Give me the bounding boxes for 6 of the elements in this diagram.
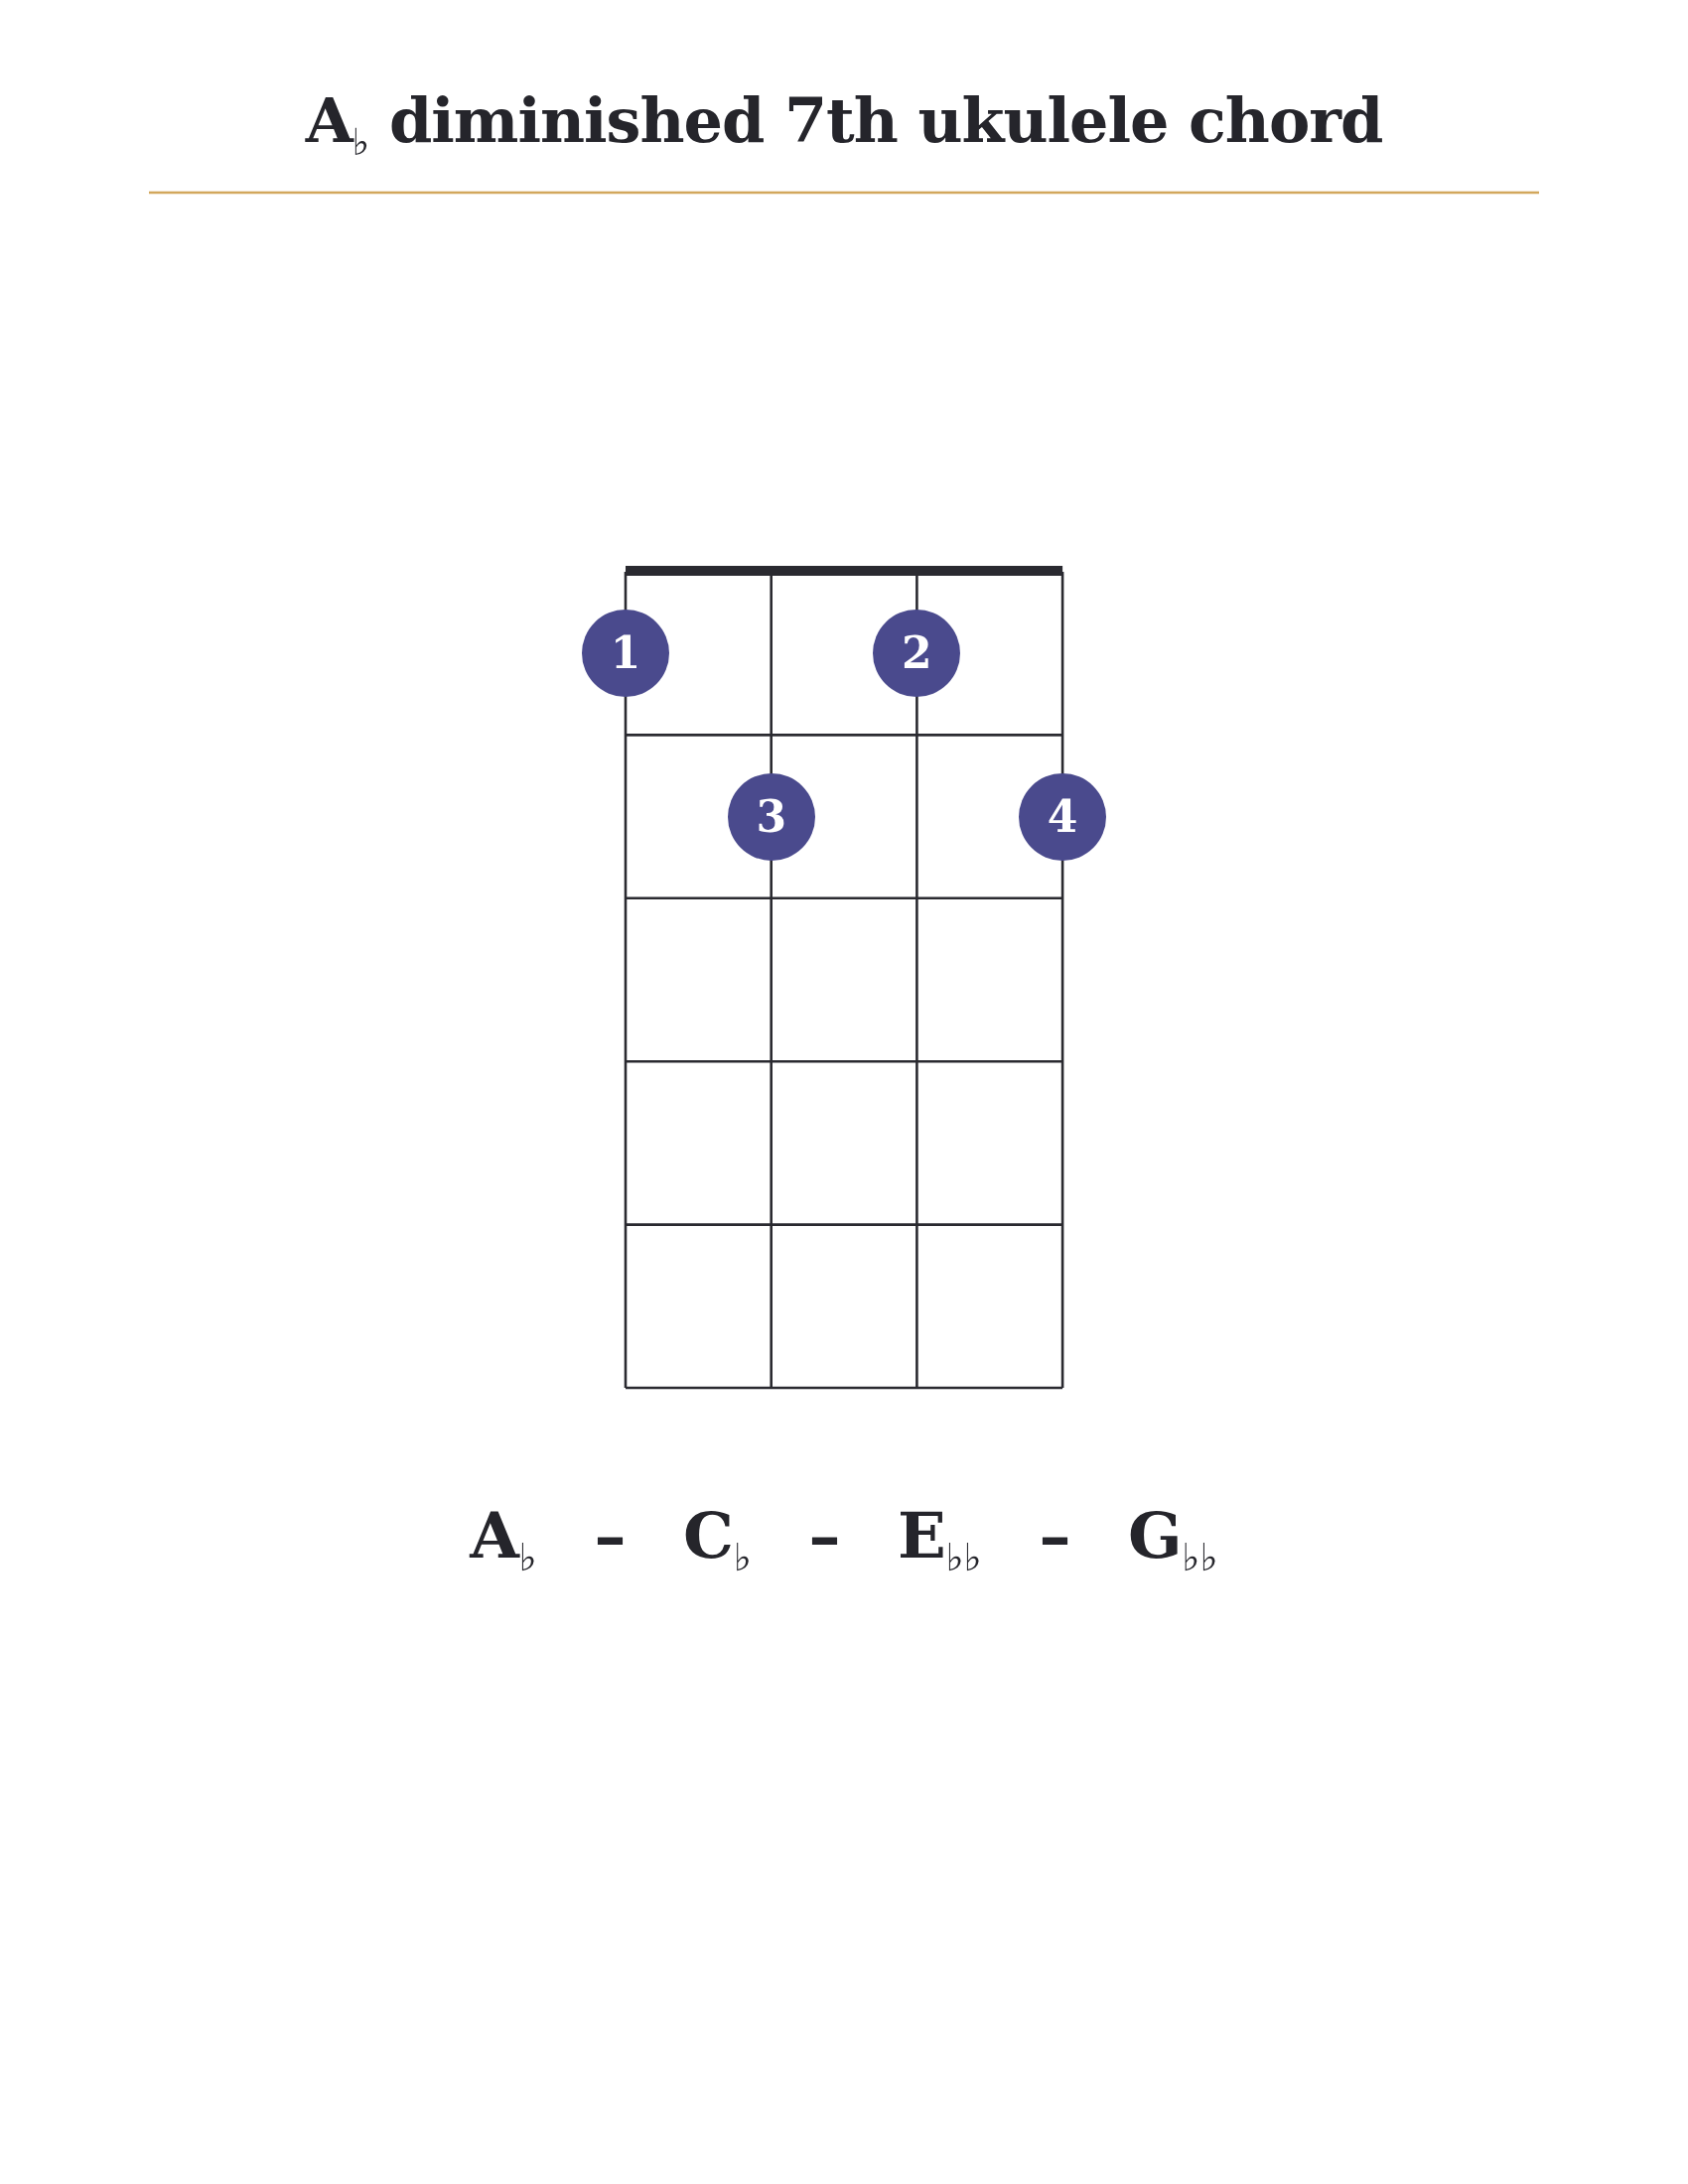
finger-dot: 1 — [582, 610, 669, 698]
finger-dot: 4 — [1019, 772, 1107, 861]
finger-dot: 2 — [873, 610, 961, 698]
finger-dot: 3 — [727, 772, 815, 861]
chord-notes: A$_{♭}$ – C$_{♭}$ – E$_{♭♭}$ – G$_{♭♭}$ — [470, 1498, 1218, 1572]
chord-title: A$_{♭}$ diminished 7th ukulele chord — [305, 84, 1383, 157]
